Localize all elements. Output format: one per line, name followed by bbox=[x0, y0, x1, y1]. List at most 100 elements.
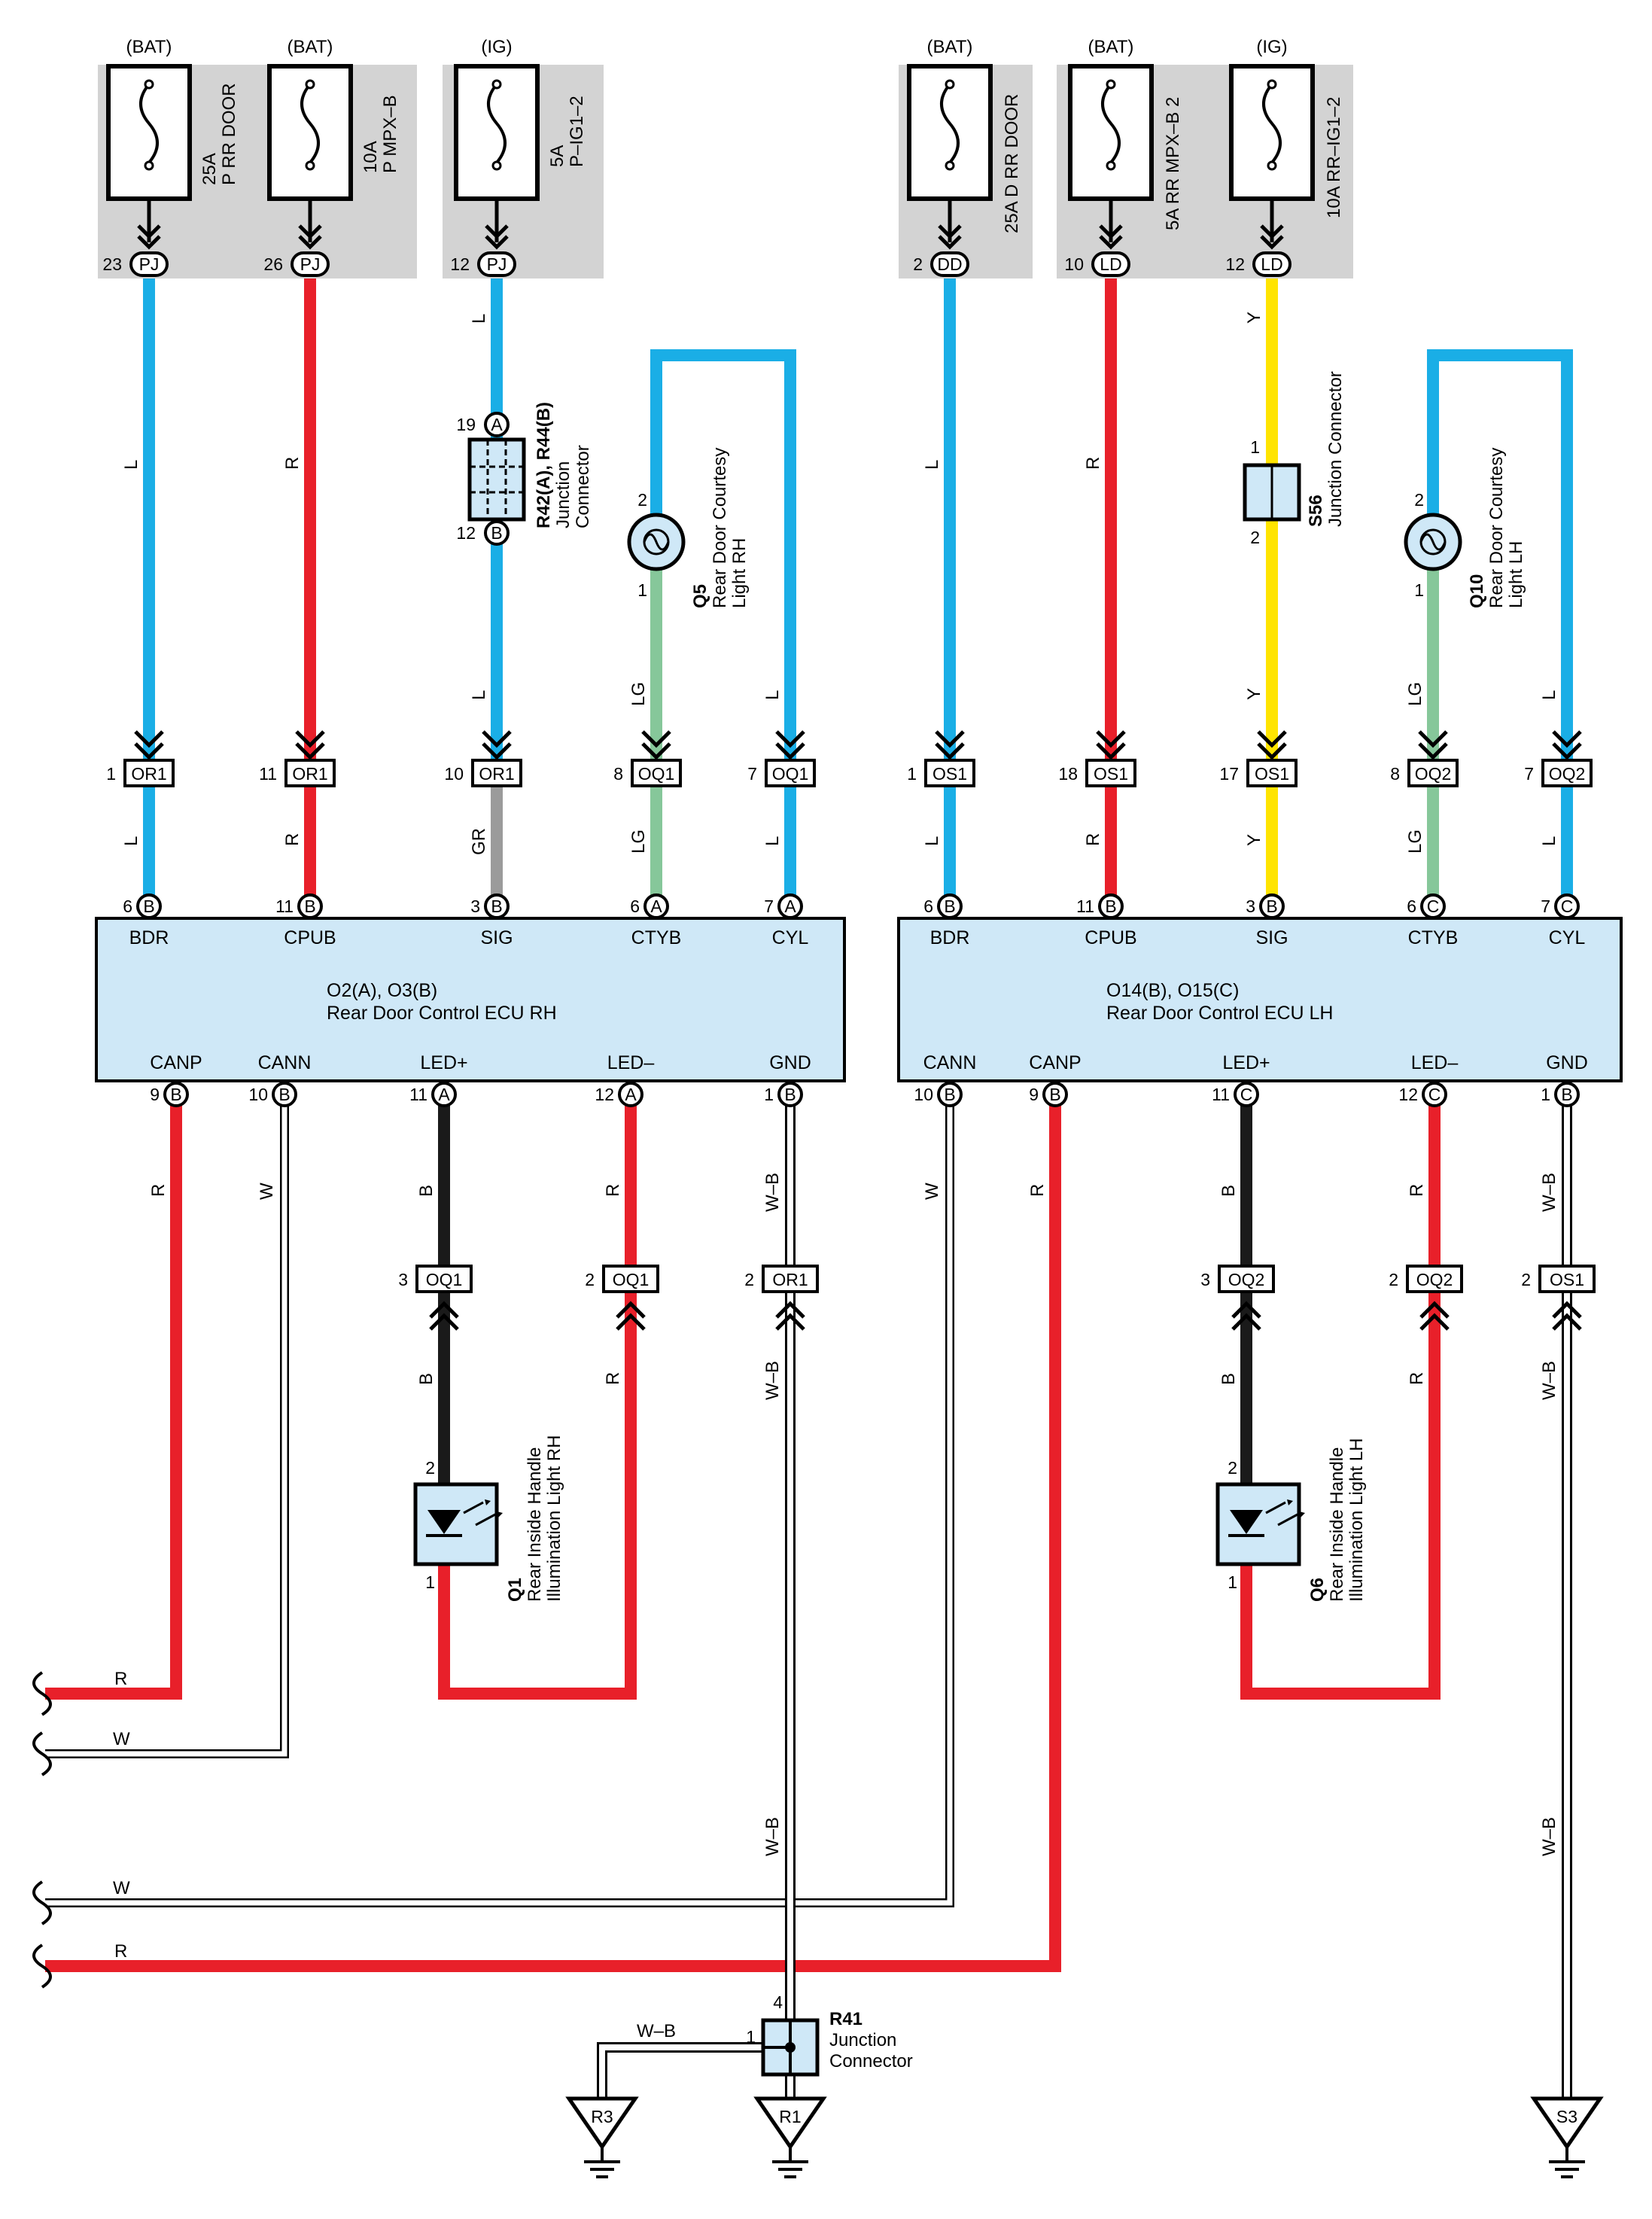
connector-pin: 18 bbox=[1058, 764, 1078, 784]
pin-number: 12 bbox=[456, 523, 476, 543]
pin-conn: A bbox=[491, 415, 503, 434]
pin-conn: B bbox=[1105, 896, 1116, 916]
pin-number: 9 bbox=[1029, 1085, 1039, 1104]
connector-pin: 12 bbox=[450, 254, 470, 274]
ecu-lh-signal-ctyb: CTYB bbox=[1408, 927, 1459, 948]
courtesy-light-q10: 2 1 Q10 Rear Door Courtesy Light LH bbox=[1404, 448, 1526, 608]
component-id: Q6 bbox=[1307, 1578, 1328, 1602]
pin-bottom: 1 bbox=[425, 1572, 435, 1592]
wire-label-y: Y bbox=[1244, 688, 1264, 700]
wire-label-wb: W–B bbox=[762, 1361, 783, 1400]
fuse-p-rr-door: (BAT) 25A P RR DOOR bbox=[106, 37, 239, 201]
component-id: Q10 bbox=[1467, 574, 1487, 608]
pin-conn: B bbox=[278, 1085, 290, 1104]
pin-conn: A bbox=[650, 896, 662, 916]
connector-pin: 10 bbox=[444, 764, 464, 784]
illumination-light-q1: 2 1 Q1 Rear Inside Handle Illumination L… bbox=[413, 1435, 564, 1602]
pin-number: 19 bbox=[456, 415, 476, 434]
wire-label-lg: LG bbox=[628, 682, 649, 706]
wire-label-y: Y bbox=[1244, 312, 1264, 324]
component-label-line2: Illumination Light RH bbox=[544, 1435, 564, 1602]
ecu-lh-name: Rear Door Control ECU LH bbox=[1106, 1003, 1334, 1024]
pin-conn: B bbox=[1266, 896, 1277, 916]
fuse-d-rr-door: (BAT) 25A D RR DOOR bbox=[907, 37, 1022, 233]
wire-label-r: R bbox=[1083, 457, 1103, 470]
component-label-line2: Connector bbox=[573, 445, 593, 528]
component-id: Q1 bbox=[505, 1578, 525, 1602]
connector-name: OQ1 bbox=[638, 764, 675, 784]
wire-label-lg: LG bbox=[1405, 829, 1425, 854]
connector-pin: 12 bbox=[1225, 254, 1245, 274]
wire-label-wb: W–B bbox=[637, 2021, 676, 2041]
wire-label-l: L bbox=[469, 690, 489, 700]
component-label-line2: Light LH bbox=[1506, 541, 1526, 608]
ground-label: S3 bbox=[1556, 2107, 1577, 2126]
wire-label-r: R bbox=[148, 1184, 169, 1197]
ecu-rh-signal-gnd: GND bbox=[769, 1052, 811, 1073]
connector-pin: 2 bbox=[1389, 1270, 1398, 1289]
wire-label-b: B bbox=[416, 1373, 437, 1385]
wire-label-l: L bbox=[1539, 690, 1559, 700]
ecu-rh-signal-led-plus: LED+ bbox=[420, 1052, 467, 1073]
pin-top: 4 bbox=[773, 1992, 783, 2012]
fuse-rating: 5A bbox=[547, 145, 567, 167]
connector-name: DD bbox=[937, 254, 962, 274]
wire-label-wb: W–B bbox=[1539, 1361, 1559, 1400]
connector-name: OQ2 bbox=[1228, 1270, 1265, 1289]
ecu-lh-signal-cann: CANN bbox=[923, 1052, 977, 1073]
ecu-top-pins: B 6 B 11 B 3 A 6 A 7 B 6 B 11 B 3 C 6 C … bbox=[123, 893, 1580, 919]
connector-pin: 7 bbox=[1524, 764, 1534, 784]
ground-r3: R3 bbox=[565, 2096, 639, 2178]
ecu-lh-signal-cpub: CPUB bbox=[1085, 927, 1136, 948]
pin-conn: A bbox=[784, 896, 796, 916]
pin-number: 10 bbox=[248, 1085, 268, 1104]
pin-number: 6 bbox=[123, 896, 132, 916]
upper-connector-chevrons bbox=[134, 730, 1582, 760]
illumination-light-q6: 2 1 Q6 Rear Inside Handle Illumination L… bbox=[1215, 1438, 1367, 1602]
wire-break-marks bbox=[32, 1671, 52, 1989]
pin-number: 11 bbox=[1212, 1085, 1230, 1104]
ecu-lh-signal-cyl: CYL bbox=[1549, 927, 1586, 948]
pin-conn: C bbox=[1561, 896, 1574, 916]
pin-number: 7 bbox=[1541, 896, 1550, 916]
connector-name: LD bbox=[1261, 254, 1282, 274]
connector-pin: 23 bbox=[102, 254, 122, 274]
pin-conn: B bbox=[143, 896, 154, 916]
pin-top: 2 bbox=[1414, 490, 1424, 510]
lower-connectors: OQ1 3 OQ1 2 OR1 2 OQ2 3 OQ2 2 OS1 2 bbox=[398, 1265, 1596, 1293]
wire-label-b: B bbox=[1218, 1373, 1239, 1385]
junction-connector-s56: 1 2 S56 Junction Connector bbox=[1243, 371, 1346, 547]
wire-label-l: L bbox=[121, 460, 141, 470]
pin-bottom: 1 bbox=[1414, 580, 1424, 600]
wire-label-r: R bbox=[282, 457, 303, 470]
pin-conn: B bbox=[491, 896, 502, 916]
wire-label-l: L bbox=[922, 836, 942, 846]
wire-label-wb: W–B bbox=[762, 1817, 783, 1856]
wire-label-l: L bbox=[1539, 836, 1559, 846]
pin-number: 6 bbox=[923, 896, 933, 916]
connector-name: PJ bbox=[487, 254, 507, 274]
ground-label: R1 bbox=[779, 2107, 801, 2126]
ecu-rh-signal-bdr: BDR bbox=[129, 927, 169, 948]
fuse-supply: (BAT) bbox=[126, 37, 172, 57]
pin-number: 1 bbox=[1541, 1085, 1550, 1104]
fuse-rr-ig1-2: (IG) 10A RR–IG1–2 bbox=[1229, 37, 1344, 218]
wire-label-lg: LG bbox=[628, 829, 649, 854]
ecu-lh-signal-sig: SIG bbox=[1255, 927, 1288, 948]
pin-left: 1 bbox=[746, 2027, 756, 2047]
connector-name: LD bbox=[1100, 254, 1121, 274]
wire-label-r: R bbox=[1083, 833, 1103, 846]
pin-top: 2 bbox=[1228, 1458, 1237, 1478]
pin-number: 12 bbox=[595, 1085, 614, 1104]
component-label-line1: Rear Door Courtesy bbox=[710, 448, 730, 608]
wire-label-r: R bbox=[1407, 1372, 1427, 1385]
wire-label-wb: W–B bbox=[1539, 1173, 1559, 1212]
ecu-lh-signal-canp: CANP bbox=[1029, 1052, 1081, 1073]
pin-top: 2 bbox=[637, 490, 647, 510]
connector-pin: 2 bbox=[585, 1270, 595, 1289]
pin-bottom: 1 bbox=[1228, 1572, 1237, 1592]
fuse-supply: (BAT) bbox=[927, 37, 973, 57]
fuse-p-ig1-2: (IG) 5A P–IG1–2 bbox=[454, 37, 587, 201]
ground-s3: S3 bbox=[1530, 2096, 1604, 2178]
wire-label-r: R bbox=[282, 833, 303, 846]
